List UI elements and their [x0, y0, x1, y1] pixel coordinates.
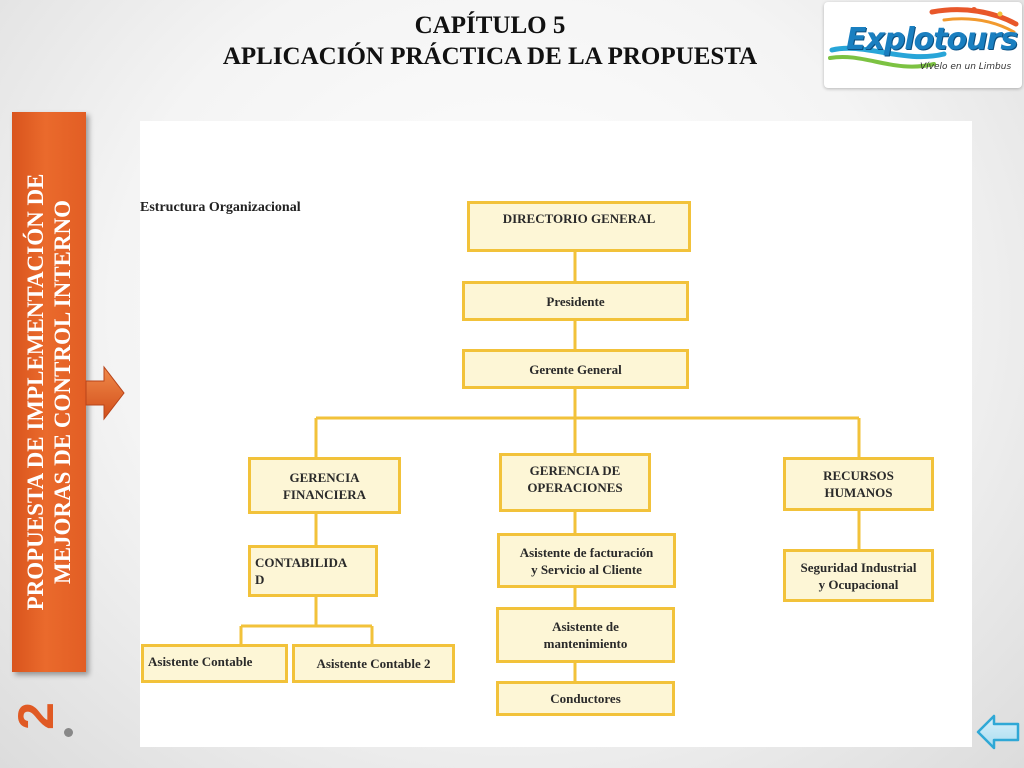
page-title: CAPÍTULO 5 APLICACIÓN PRÁCTICA DE LA PRO…	[150, 10, 830, 72]
box-gerencia-financiera: GERENCIA FINANCIERA	[248, 457, 401, 514]
title-line-1: CAPÍTULO 5	[414, 12, 566, 39]
bullet-dot	[64, 728, 73, 737]
side-panel: PROPUESTA DE IMPLEMENTACIÓN DE MEJORAS D…	[12, 112, 86, 672]
box-contabilidad: CONTABILIDA D	[248, 545, 378, 597]
box-directorio-general: DIRECTORIO GENERAL	[467, 201, 691, 252]
contabilidad-line-1: CONTABILIDA	[255, 555, 348, 570]
box-gerencia-operaciones: GERENCIA DE OPERACIONES	[499, 453, 651, 512]
seguridad-line-2: y Ocupacional	[818, 576, 899, 592]
facturacion-line-2: y Servicio al Cliente	[531, 561, 642, 577]
contabilidad-line-2: D	[255, 572, 265, 587]
mantenimiento-line-1: Asistente de	[552, 619, 619, 634]
box-gerente-general: Gerente General	[462, 349, 689, 389]
mantenimiento-line-2: mantenimiento	[543, 636, 628, 651]
box-asistente-facturacion: Asistente de facturación y Servicio al C…	[497, 533, 676, 588]
seguridad-line-1: Seguridad Industrial	[800, 559, 917, 575]
arrow-left-icon[interactable]	[976, 713, 1020, 751]
box-asistente-mantenimiento: Asistente de mantenimiento	[496, 607, 675, 663]
box-conductores: Conductores	[496, 681, 675, 716]
facturacion-line-1: Asistente de facturación	[519, 544, 654, 560]
box-asistente-contable: Asistente Contable	[141, 644, 288, 683]
box-presidente: Presidente	[462, 281, 689, 321]
box-asistente-contable-2: Asistente Contable 2	[292, 644, 455, 683]
title-line-2: APLICACIÓN PRÁCTICA DE LA PROPUESTA	[222, 43, 758, 70]
explotours-logo: Explotours Vívelo en un Limbus	[824, 2, 1022, 88]
logo-brand: Explotours	[846, 22, 1018, 57]
org-chart-label: Estructura Organizacional	[140, 200, 301, 215]
logo-tagline: Vívelo en un Limbus	[920, 62, 1012, 72]
arrow-right-icon	[85, 365, 125, 421]
logo-swirl-icon	[828, 7, 1019, 69]
box-seguridad-industrial: Seguridad Industrial y Ocupacional	[783, 549, 934, 602]
box-recursos-humanos: RECURSOS HUMANOS	[783, 457, 934, 511]
